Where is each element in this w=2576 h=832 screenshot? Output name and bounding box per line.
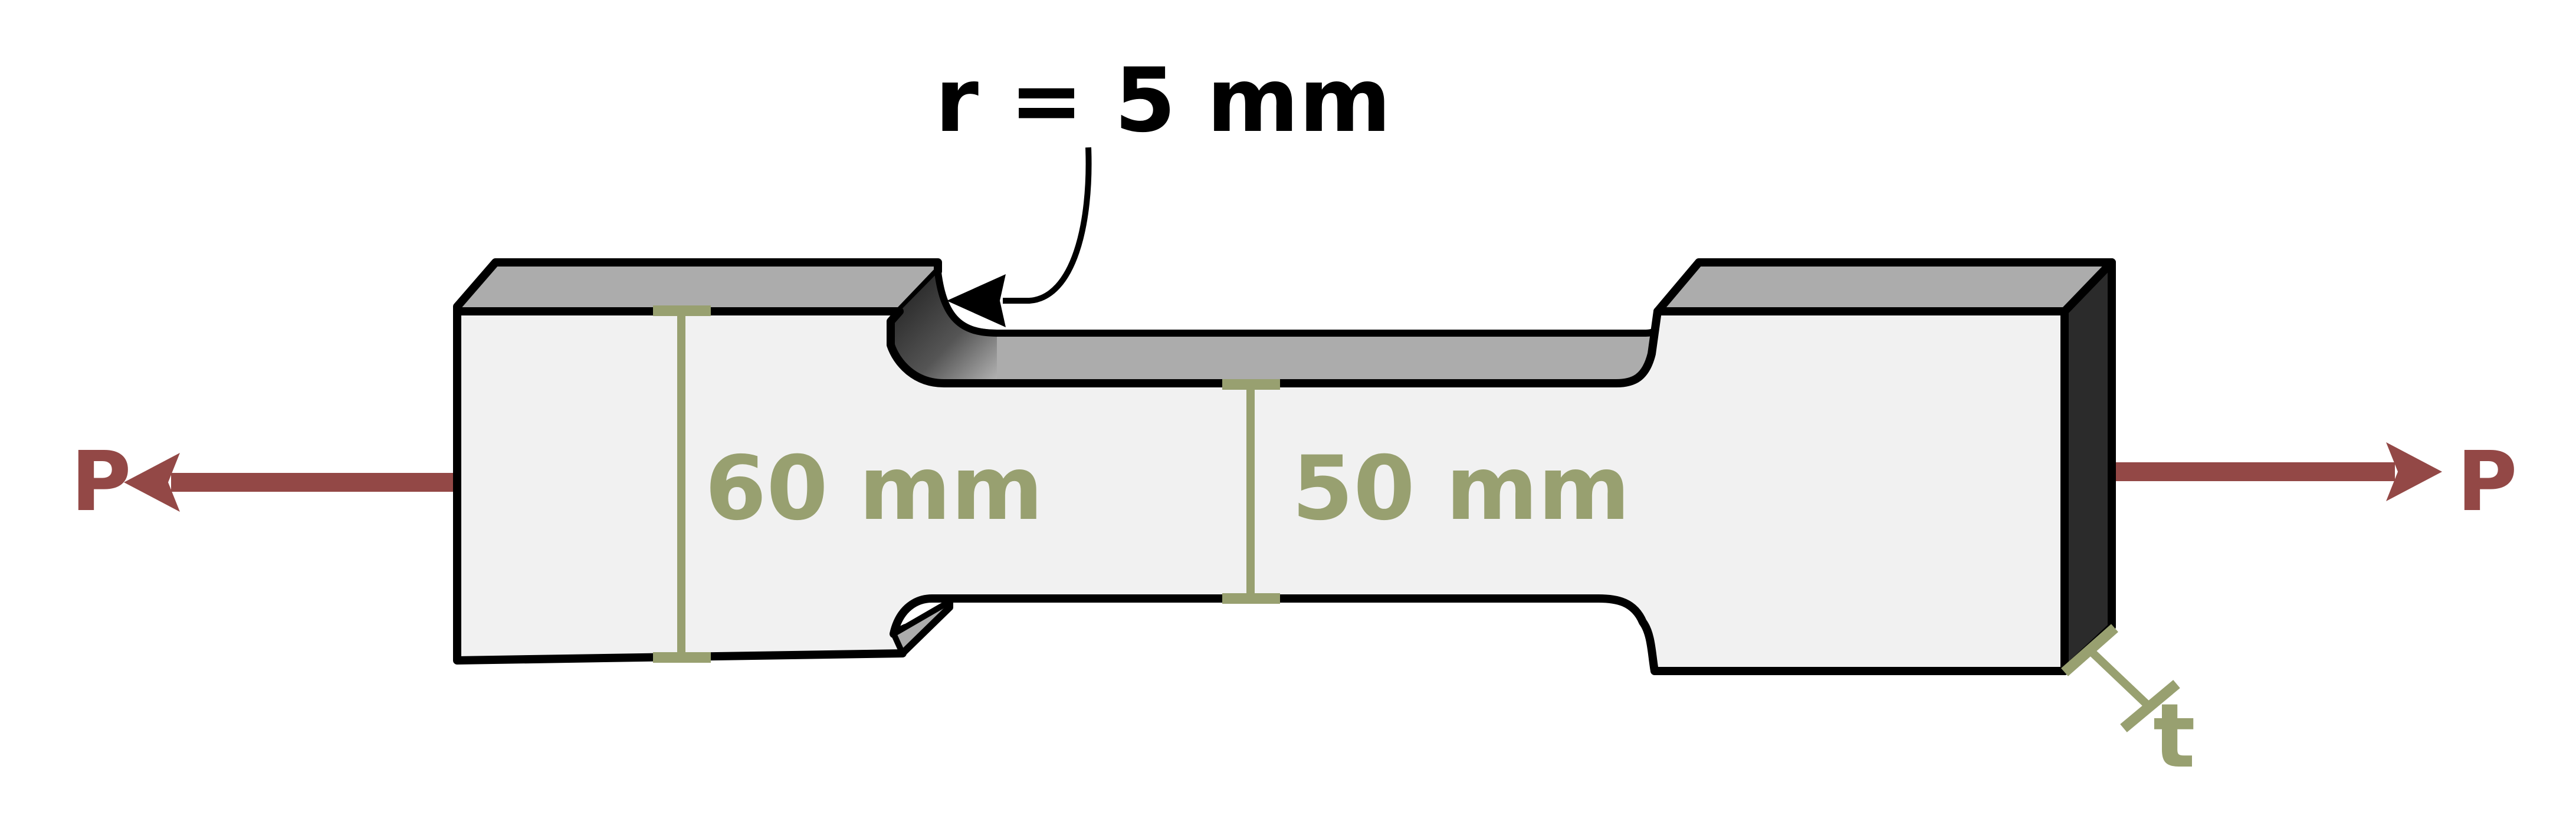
front-face <box>453 307 2069 675</box>
side-face <box>2060 258 2116 675</box>
radius-arrowhead <box>947 274 1006 327</box>
width-50mm-label: 50 mm <box>1292 438 1630 540</box>
left-grip-top-face <box>453 258 942 315</box>
narrow-top-face <box>887 274 1672 387</box>
force-left-label: P <box>71 434 132 530</box>
dimension-60mm <box>653 305 711 663</box>
fillet-shading <box>891 272 997 383</box>
thickness-dimension <box>2061 624 2180 732</box>
force-right-label: P <box>2457 434 2518 530</box>
dimension-50mm <box>1222 379 1280 604</box>
width-60mm-label: 60 mm <box>705 438 1043 540</box>
radius-label: r = 5 mm <box>935 50 1391 152</box>
right-grip-top-face <box>1653 258 2116 315</box>
radius-callout <box>947 147 1092 327</box>
left-force-arrow <box>124 453 454 512</box>
thickness-label: t <box>2153 685 2196 788</box>
specimen-bar <box>453 258 2116 675</box>
right-force-arrow <box>2088 442 2442 501</box>
